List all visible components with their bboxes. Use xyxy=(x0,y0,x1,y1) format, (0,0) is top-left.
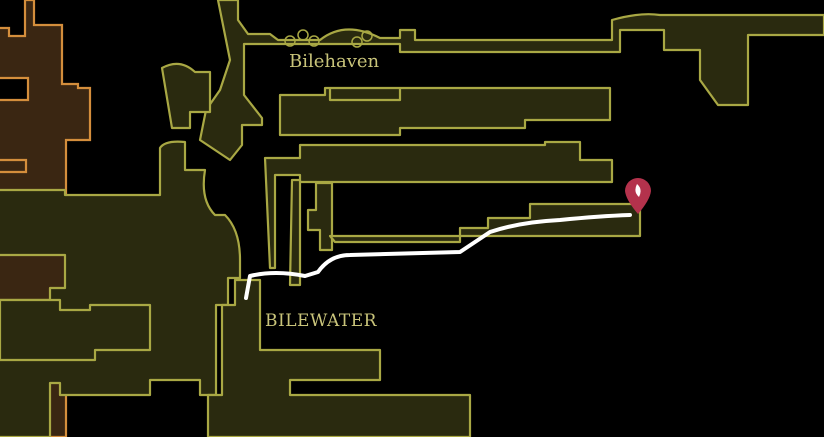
map-room xyxy=(160,62,212,130)
map-room xyxy=(278,86,612,137)
map-room xyxy=(263,140,614,270)
map-pin-marker-icon[interactable] xyxy=(625,178,651,214)
map-room xyxy=(288,178,334,287)
map-room xyxy=(0,298,152,362)
area-label-bilewater: BILEWATER xyxy=(265,311,377,331)
decorative-rings xyxy=(284,29,373,48)
map-room xyxy=(198,0,824,162)
area-label-bilehaven: Bilehaven xyxy=(289,51,380,72)
map-room xyxy=(206,278,472,437)
map-room xyxy=(328,202,642,244)
player-trail xyxy=(244,213,632,300)
